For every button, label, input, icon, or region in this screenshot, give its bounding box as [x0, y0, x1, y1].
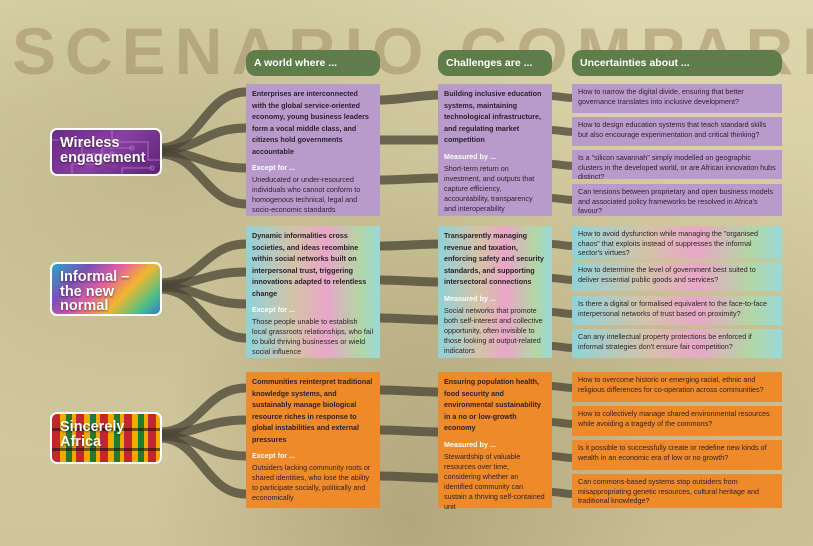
scenario-label-sincerely: Sincerely Africa	[50, 412, 162, 464]
uncertainty-2-2: How to determine the level of government…	[572, 262, 782, 291]
uncertainty-3-2: How to collectively manage shared enviro…	[572, 406, 782, 436]
scenario-name-1: Wireless engagement	[60, 135, 146, 166]
header-challenges: Challenges are ...	[438, 50, 552, 76]
uncertainty-1-2: How to design education systems that tea…	[572, 117, 782, 146]
uncertainty-2-3: Is there a digital or formalised equival…	[572, 296, 782, 325]
header-uncertainties: Uncertainties about ...	[572, 50, 782, 76]
scenario-name-2: Informal – the new normal	[60, 269, 130, 314]
uncertainty-1-1: How to narrow the digital divide, ensuri…	[572, 84, 782, 113]
uncertainty-3-4: Can commons-based systems stop outsiders…	[572, 474, 782, 508]
kente-pattern	[52, 428, 160, 451]
circuit-pattern	[52, 130, 160, 174]
uncertainty-2-4: Can any intellectual property protection…	[572, 329, 782, 358]
world-card-3: Communities reinterpret traditional know…	[246, 372, 380, 508]
header-world: A world where ...	[246, 50, 380, 76]
scenario-label-wireless: Wireless engagement	[50, 128, 162, 176]
uncertainty-3-1: How to overcome historic or emerging rac…	[572, 372, 782, 402]
uncertainty-1-3: Is a "silicon savannah" simply modelled …	[572, 150, 782, 181]
uncertainty-2-1: How to avoid dysfunction while managing …	[572, 226, 782, 259]
world-card-1: Enterprises are interconnected with the …	[246, 84, 380, 216]
scenario-name-3: Sincerely Africa	[60, 419, 125, 450]
challenge-card-1: Building inclusive education systems, ma…	[438, 84, 552, 216]
uncertainty-1-4: Can tensions between proprietary and ope…	[572, 184, 782, 216]
uncertainty-3-3: Is it possible to successfully create or…	[572, 440, 782, 470]
challenge-card-2: Transparently managing revenue and taxat…	[438, 226, 552, 358]
world-card-2: Dynamic informalities cross societies, a…	[246, 226, 380, 358]
scenario-label-informal: Informal – the new normal	[50, 262, 162, 316]
challenge-card-3: Ensuring population health, food securit…	[438, 372, 552, 511]
